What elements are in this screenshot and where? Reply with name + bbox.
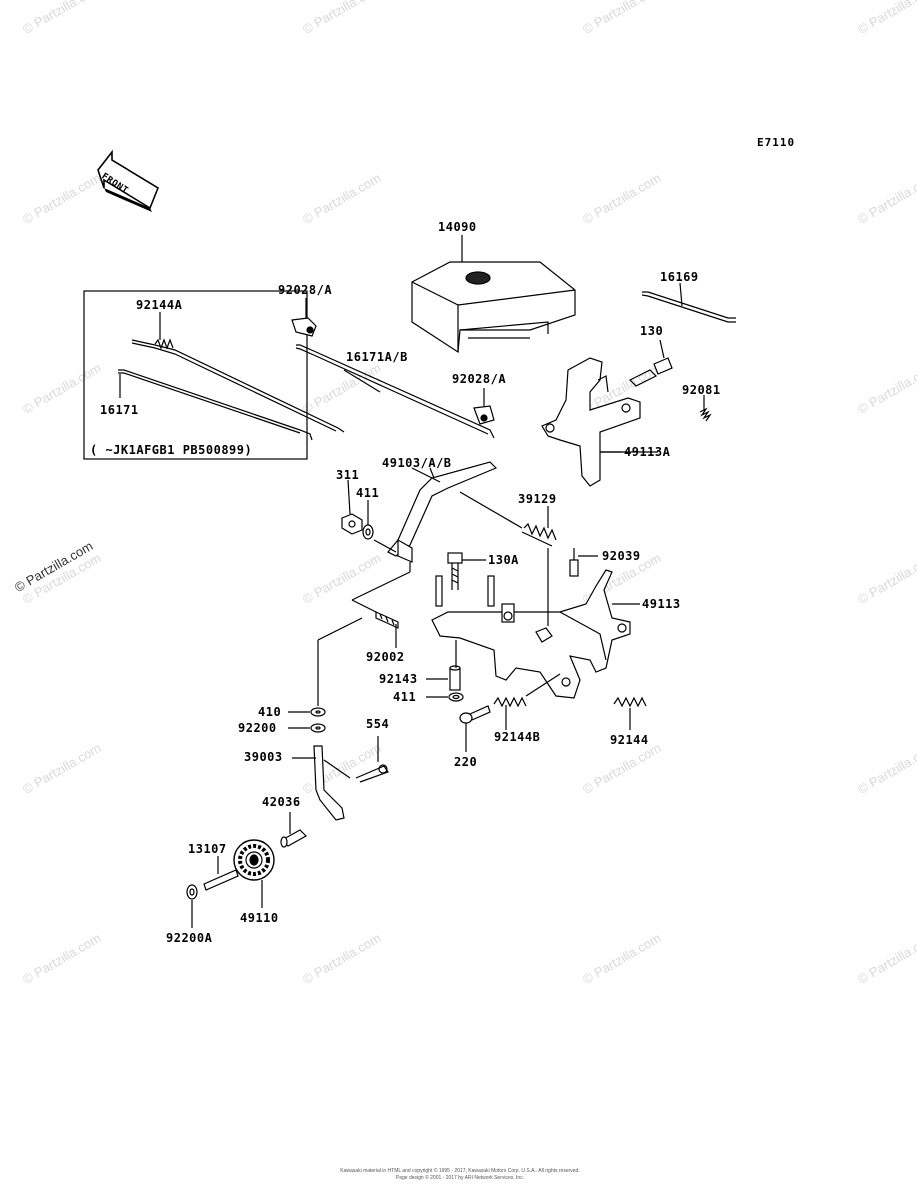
part-92039-pin bbox=[569, 548, 598, 577]
part-92144b-spring bbox=[493, 673, 561, 730]
part-16169-rod bbox=[641, 282, 736, 323]
part-label-92200a[interactable]: 92200A bbox=[166, 931, 213, 945]
part-label-92144[interactable]: 92144 bbox=[610, 733, 649, 747]
part-92143-sleeve bbox=[426, 640, 461, 691]
part-220-screw bbox=[459, 705, 491, 752]
part-label-311[interactable]: 311 bbox=[336, 468, 360, 482]
part-label-92002[interactable]: 92002 bbox=[366, 650, 405, 664]
part-49103ab-lever bbox=[387, 461, 498, 563]
part-411-washer-1 bbox=[362, 500, 374, 540]
part-16171ab-rod bbox=[295, 344, 495, 439]
part-label-92028a-2[interactable]: 92028/A bbox=[452, 372, 507, 386]
part-92081-spring bbox=[699, 395, 712, 422]
part-410-washer bbox=[288, 707, 326, 717]
part-92200-washer bbox=[288, 723, 326, 733]
part-39129-spring bbox=[459, 491, 557, 547]
part-label-220[interactable]: 220 bbox=[454, 755, 478, 769]
part-label-39129[interactable]: 39129 bbox=[518, 492, 557, 506]
part-92028a-clip-1 bbox=[291, 298, 317, 337]
part-label-16171ab[interactable]: 16171A/B bbox=[346, 350, 408, 364]
part-49110-gear bbox=[233, 839, 275, 908]
part-label-130[interactable]: 130 bbox=[640, 324, 664, 338]
part-92144-spring bbox=[613, 696, 647, 730]
inset-frame bbox=[83, 290, 308, 460]
part-92002-screw bbox=[375, 611, 399, 648]
part-label-16171[interactable]: 16171 bbox=[100, 403, 139, 417]
inset-note: ( ~JK1AFGB1 PB500899) bbox=[90, 443, 253, 457]
part-130a-bolt bbox=[447, 552, 486, 590]
part-label-13107[interactable]: 13107 bbox=[188, 842, 227, 856]
part-554-pin bbox=[355, 736, 389, 783]
front-arrow-icon bbox=[97, 149, 159, 212]
footer-copyright: Kawasaki material in HTML and copyright … bbox=[340, 1168, 580, 1174]
part-14090-cover bbox=[411, 261, 576, 354]
part-411-washer-2 bbox=[426, 692, 464, 702]
part-label-14090[interactable]: 14090 bbox=[438, 220, 477, 234]
part-49113-bracket bbox=[431, 548, 640, 699]
part-label-92081[interactable]: 92081 bbox=[682, 383, 721, 397]
part-311-nut bbox=[341, 479, 363, 535]
part-label-92039[interactable]: 92039 bbox=[602, 549, 641, 563]
footer-design: Page design © 2001 - 2017 by ARI Network… bbox=[395, 1175, 525, 1181]
part-label-410[interactable]: 410 bbox=[258, 705, 282, 719]
part-label-49113[interactable]: 49113 bbox=[642, 597, 681, 611]
part-label-130a[interactable]: 130A bbox=[488, 553, 519, 567]
part-39003-lever bbox=[292, 745, 351, 821]
part-label-49110[interactable]: 49110 bbox=[240, 911, 279, 925]
diagram-code: E7110 bbox=[757, 136, 796, 149]
part-label-49103ab[interactable]: 49103/A/B bbox=[382, 456, 452, 470]
part-49113a-bracket bbox=[541, 357, 641, 487]
part-label-39003[interactable]: 39003 bbox=[244, 750, 283, 764]
part-13107-pin bbox=[203, 856, 239, 891]
part-label-411-1[interactable]: 411 bbox=[356, 486, 380, 500]
part-label-554[interactable]: 554 bbox=[366, 717, 390, 731]
part-42036-shaft bbox=[280, 812, 307, 848]
leader-lines bbox=[317, 562, 411, 706]
part-130-bolt bbox=[628, 339, 673, 387]
part-label-92200[interactable]: 92200 bbox=[238, 721, 277, 735]
part-label-92144a[interactable]: 92144A bbox=[136, 298, 183, 312]
part-label-42036[interactable]: 42036 bbox=[262, 795, 301, 809]
part-92200a-washer bbox=[186, 884, 198, 928]
part-label-92143[interactable]: 92143 bbox=[379, 672, 418, 686]
part-16171-rod bbox=[118, 369, 313, 441]
part-label-16169[interactable]: 16169 bbox=[660, 270, 699, 284]
part-label-49113a[interactable]: 49113A bbox=[624, 445, 671, 459]
part-label-411-2[interactable]: 411 bbox=[393, 690, 417, 704]
part-92028a-clip-2 bbox=[473, 388, 495, 425]
part-92144a-rod bbox=[131, 312, 345, 433]
part-label-92144b[interactable]: 92144B bbox=[494, 730, 541, 744]
part-label-92028a-1[interactable]: 92028/A bbox=[278, 283, 333, 297]
